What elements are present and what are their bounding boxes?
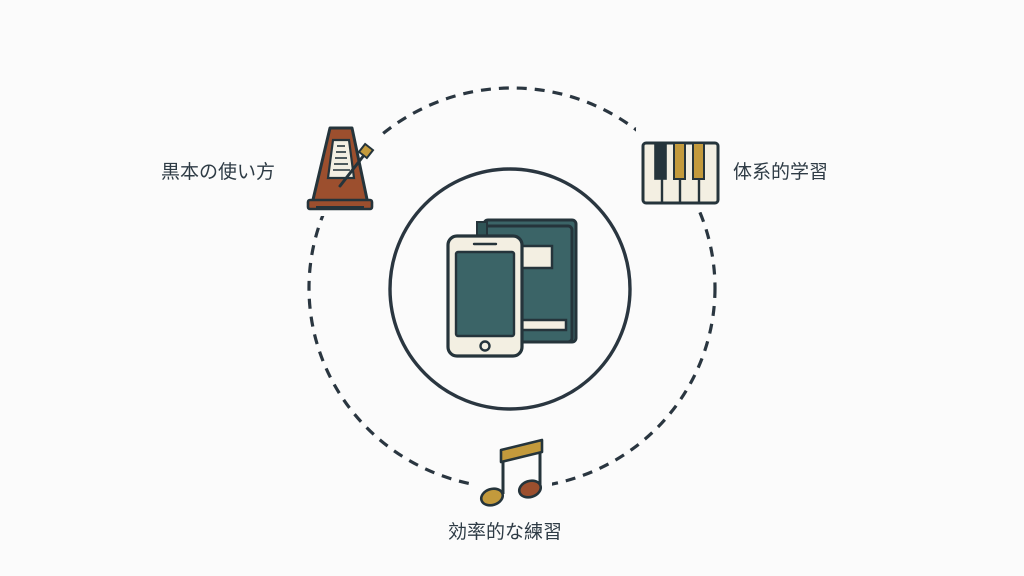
label-piano: 体系的学習 bbox=[733, 161, 829, 183]
label-metronome: 黒本の使い方 bbox=[161, 161, 276, 183]
label-music-note: 効率的な練習 bbox=[448, 521, 563, 543]
smartphone-icon bbox=[446, 234, 524, 358]
music-note-icon bbox=[479, 438, 544, 507]
metronome-icon bbox=[306, 126, 375, 211]
piano-keys-icon bbox=[641, 141, 720, 205]
dashed-cycle-ring bbox=[307, 86, 717, 490]
